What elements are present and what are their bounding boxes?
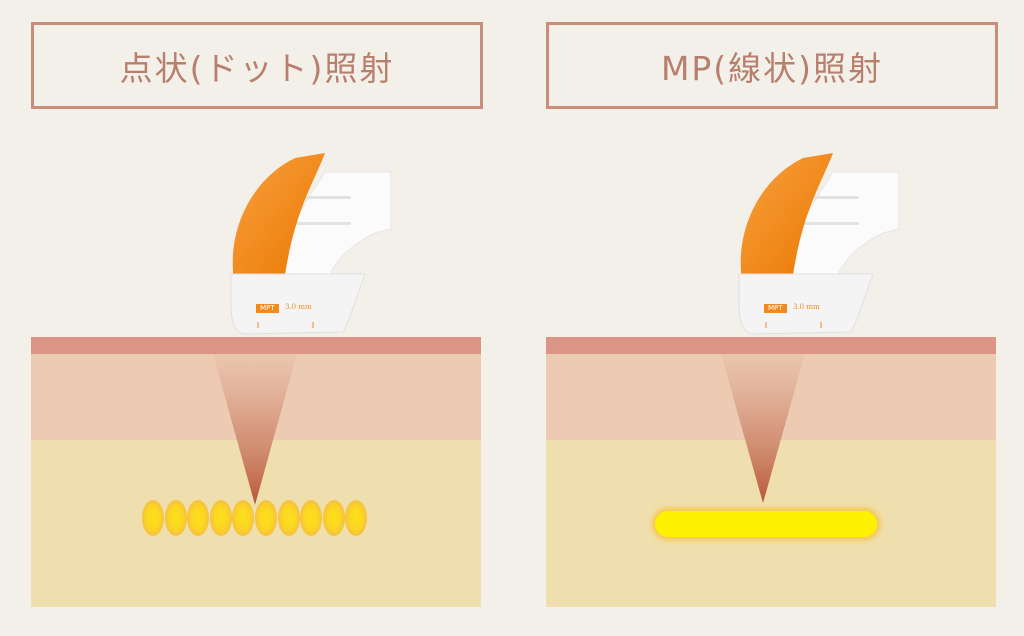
focal-dot <box>345 500 368 536</box>
focal-dot <box>277 500 300 536</box>
focal-dot <box>164 500 187 536</box>
epidermis-layer <box>31 337 481 354</box>
depth-label: 3.0 mm <box>793 303 820 311</box>
transducer-device <box>738 153 900 335</box>
panel-title: MP(線状)照射 <box>546 22 998 109</box>
linear-focus-zone <box>655 511 877 537</box>
beam-cone <box>213 354 297 505</box>
mpt-badge: MPT <box>764 304 787 313</box>
focal-dot <box>209 500 232 536</box>
focal-dot <box>322 500 345 536</box>
epidermis-layer <box>546 337 996 354</box>
transducer-device <box>230 153 392 335</box>
panel-title: 点状(ドット)照射 <box>31 22 483 109</box>
focal-dot <box>255 500 277 536</box>
focal-dot <box>142 500 164 536</box>
beam-cone <box>721 354 805 503</box>
focal-dot <box>187 500 210 536</box>
ultrasound-beam <box>721 153 900 503</box>
ultrasound-beam <box>213 153 392 505</box>
focal-dot <box>300 500 323 536</box>
dot-irradiation-panel: 点状(ドット)照射 MPT 3.0 mm <box>31 0 483 636</box>
mpt-badge: MPT <box>256 304 279 313</box>
depth-label: 3.0 mm <box>285 303 312 311</box>
line-irradiation-panel: MP(線状)照射 MPT 3.0 mm <box>546 0 998 636</box>
focal-dot <box>232 500 255 536</box>
